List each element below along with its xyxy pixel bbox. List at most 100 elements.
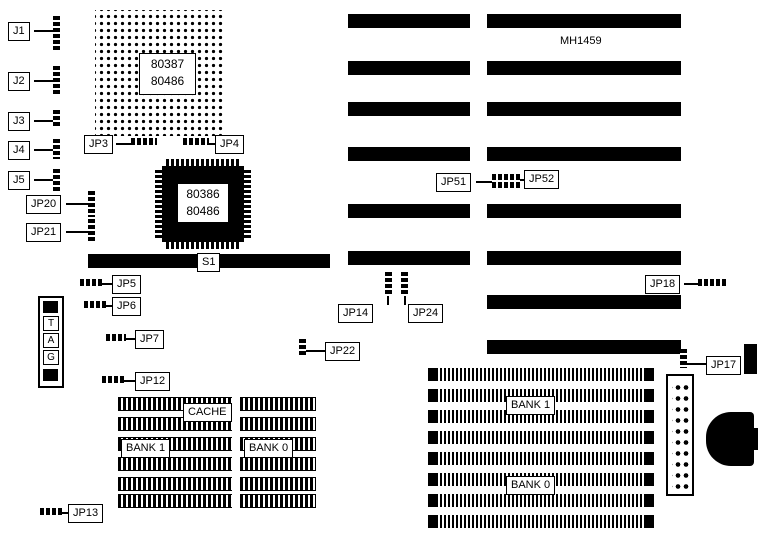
pointer-line: [476, 181, 492, 183]
isa-slot: [348, 147, 470, 161]
s1-label: S1: [197, 253, 221, 272]
isa-slot: [487, 102, 681, 116]
dip-chip-row: [240, 417, 316, 431]
dip-chip-row: [240, 397, 316, 411]
pin-header-j3: [53, 110, 60, 128]
tag-ram-bottom: [43, 369, 58, 381]
pointer-line: [106, 305, 112, 307]
tag-letter-g: G: [43, 350, 59, 365]
jumper-label-jp7: JP7: [135, 330, 164, 349]
pointer-line: [684, 283, 698, 285]
pin-header-jp52: [492, 182, 520, 188]
keyboard-connector-tab: [752, 428, 758, 450]
dip-chip-row: [240, 477, 316, 491]
jumper-label-jp3: JP3: [84, 135, 113, 154]
jumper-label-jp13: JP13: [68, 504, 104, 523]
pin-header-jp17: [680, 349, 687, 368]
isa-slot: [348, 102, 470, 116]
pointer-line: [34, 80, 53, 82]
pin-header-jp4: [183, 138, 209, 145]
jumper-label-jp17: JP17: [706, 356, 742, 375]
simm-socket: [428, 389, 654, 402]
pin-header-jp21: [88, 219, 95, 243]
isa-slot: [348, 14, 470, 28]
jumper-label-jp21: JP21: [26, 223, 62, 242]
cache-bank1-label: BANK 1: [121, 439, 171, 458]
pointer-line: [34, 120, 53, 122]
cache-bank0-label: BANK 0: [244, 439, 294, 458]
pin-header-jp12: [102, 376, 124, 383]
dip-chip-row: [240, 457, 316, 471]
jumper-label-jp4: JP4: [215, 135, 244, 154]
dip-chip-row: [118, 477, 232, 491]
cpu-pins-right: [244, 170, 251, 238]
pointer-line: [687, 363, 706, 365]
jumper-label-jp20: JP20: [26, 195, 62, 214]
cache-label: CACHE: [183, 403, 232, 422]
pin-header-jp22: [299, 339, 306, 357]
simm-socket: [428, 431, 654, 444]
isa-slot: [487, 251, 681, 265]
simm-socket: [428, 368, 654, 381]
keyboard-connector: [706, 412, 754, 466]
jumper-label-jp6: JP6: [112, 297, 141, 316]
edge-connector: [744, 344, 757, 374]
pin-header-j4: [53, 139, 60, 159]
coprocessor-line2: 80486: [150, 74, 185, 88]
cpu-pins-top: [166, 159, 240, 166]
isa-slot: [487, 295, 681, 309]
pin-header-j5: [53, 169, 60, 191]
pointer-line: [34, 30, 53, 32]
cpu-pins-left: [155, 170, 162, 238]
pin-header-jp5: [80, 279, 102, 286]
dip-chip-row: [240, 494, 316, 508]
model-number: MH1459: [560, 35, 602, 47]
pointer-line: [34, 149, 53, 151]
simm-bank0-label: BANK 0: [506, 476, 556, 495]
cpu-line2: 80486: [186, 204, 220, 218]
pin-header-jp6: [84, 301, 106, 308]
pointer-line: [124, 338, 135, 340]
pointer-line: [66, 231, 88, 233]
isa-slot: [348, 251, 470, 265]
pointer-line: [404, 296, 406, 305]
jumper-label-j1: J1: [8, 22, 30, 41]
simm-socket: [428, 410, 654, 423]
jumper-label-jp24: JP24: [408, 304, 444, 323]
dip-chip-row: [118, 494, 232, 508]
isa-slot: [487, 340, 681, 354]
jumper-label-jp51: JP51: [436, 173, 472, 192]
isa-slot: [487, 61, 681, 75]
tag-letter-a: A: [43, 333, 59, 348]
pin-header-jp51: [492, 174, 520, 180]
dip-chip-row: [118, 457, 232, 471]
cpu-label: 80386 80486: [177, 183, 229, 223]
isa-slot: [348, 61, 470, 75]
simm-socket: [428, 515, 654, 528]
simm-socket: [428, 452, 654, 465]
pin-header-jp3: [131, 138, 157, 145]
pointer-line: [34, 179, 53, 181]
pointer-line: [387, 296, 389, 305]
pointer-line: [520, 179, 525, 181]
pointer-line: [62, 512, 69, 514]
pin-header-jp18: [698, 279, 726, 286]
pin-header-jp24: [401, 272, 408, 296]
pointer-line: [124, 380, 135, 382]
jumper-label-jp52: JP52: [524, 170, 560, 189]
cpu-pins-bottom: [166, 242, 240, 249]
jumper-label-j4: J4: [8, 141, 30, 160]
pointer-line: [102, 283, 112, 285]
tag-letter-t: T: [43, 316, 59, 331]
pin-header-j2: [53, 66, 60, 96]
simm-socket: [428, 494, 654, 507]
pin-header-j1: [53, 16, 60, 50]
jumper-label-jp5: JP5: [112, 275, 141, 294]
pointer-line: [209, 143, 216, 145]
jumper-label-jp12: JP12: [135, 372, 171, 391]
coprocessor-line1: 80387: [150, 57, 185, 71]
jumper-label-jp18: JP18: [645, 275, 681, 294]
jumper-label-j3: J3: [8, 112, 30, 131]
pointer-line: [306, 350, 325, 352]
